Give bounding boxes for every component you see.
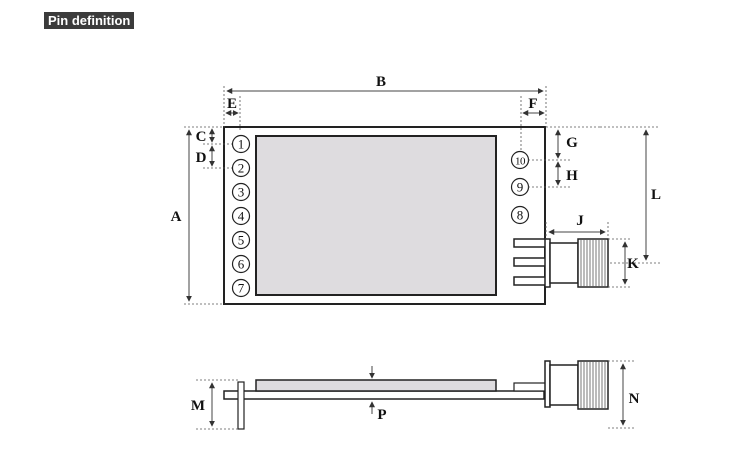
- sma-connector-side: [544, 360, 609, 410]
- dimension-n: N: [608, 360, 640, 429]
- dimension-e: E: [225, 96, 241, 132]
- pin-2-label: 2: [238, 161, 245, 176]
- pin-1-label: 1: [238, 137, 245, 152]
- pin-6-pad: [231, 254, 251, 274]
- connector-knurl-side: [580, 361, 606, 409]
- pin-9-label: 9: [517, 180, 524, 195]
- pin-1-pad: [231, 134, 251, 154]
- label-h: H: [566, 168, 578, 184]
- label-e: E: [227, 96, 237, 112]
- shield-can: [255, 135, 497, 296]
- pin-5-label: 5: [238, 233, 245, 248]
- dimension-b: B: [223, 74, 547, 127]
- label-m: M: [191, 398, 205, 414]
- dimension-l: L: [600, 126, 661, 264]
- dimension-j: J: [545, 213, 609, 239]
- dimension-a: A: [171, 126, 224, 305]
- sma-connector-top: [513, 238, 609, 288]
- label-a: A: [171, 209, 182, 225]
- dimension-f: F: [520, 96, 545, 150]
- pin-3-pad: [231, 182, 251, 202]
- pin-4-pad: [231, 206, 251, 226]
- label-b: B: [376, 74, 386, 90]
- label-d: D: [196, 150, 207, 166]
- pin-7-pad: [231, 278, 251, 298]
- right-pin-group: 10 9 8: [510, 150, 530, 225]
- pin-8-label: 8: [517, 208, 524, 223]
- side-connector-pin: [513, 382, 547, 392]
- side-pin-header: [237, 381, 245, 430]
- label-p: P: [377, 407, 386, 423]
- label-k: K: [627, 256, 639, 272]
- dimension-c: C: [196, 128, 232, 145]
- label-f: F: [528, 96, 537, 112]
- dimension-d: D: [196, 145, 232, 169]
- pin-6-label: 6: [238, 257, 245, 272]
- pin-4-label: 4: [238, 209, 245, 224]
- connector-knurl-top: [580, 239, 606, 287]
- pin-5-pad: [231, 230, 251, 250]
- dimension-h: H: [528, 161, 578, 188]
- dimension-m: M: [191, 379, 240, 430]
- pin-8-pad: [510, 205, 530, 225]
- label-g: G: [566, 135, 578, 151]
- side-shield: [255, 379, 497, 392]
- label-n: N: [629, 391, 640, 407]
- top-view: 1 2 3 4 5 6 7 10 9 8: [171, 74, 661, 305]
- dimension-p: P: [369, 366, 387, 423]
- pin-3-label: 3: [238, 185, 245, 200]
- side-pcb: [223, 390, 545, 400]
- pin-10-label: 10: [515, 156, 526, 168]
- label-l: L: [651, 187, 661, 203]
- pin-2-pad: [231, 158, 251, 178]
- label-c: C: [196, 129, 207, 145]
- dimension-k: K: [608, 238, 639, 288]
- section-title: Pin definition: [44, 12, 135, 29]
- side-view: M N P: [191, 360, 640, 430]
- pin-7-label: 7: [238, 281, 245, 296]
- dimension-g: G: [528, 126, 600, 161]
- label-j: J: [576, 213, 584, 229]
- left-pin-group: 1 2 3 4 5 6 7: [231, 134, 251, 298]
